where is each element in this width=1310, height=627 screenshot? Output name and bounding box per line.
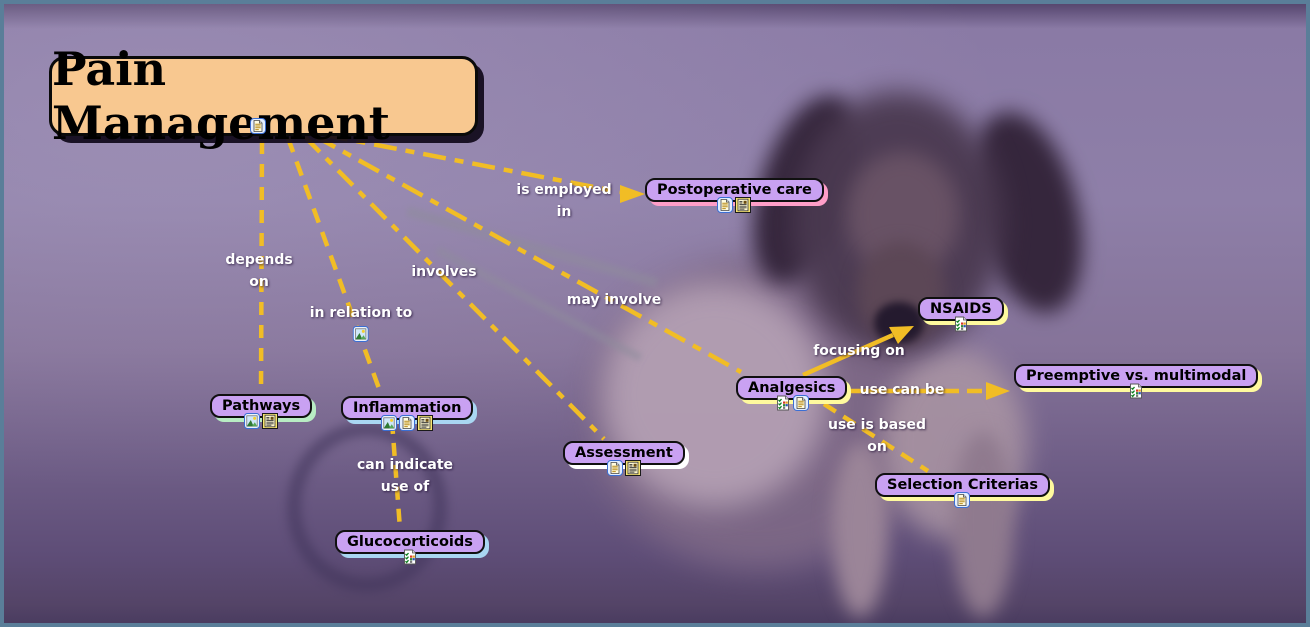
node-assessment[interactable]: Assessment <box>563 441 685 476</box>
edge-label-line: focusing on <box>813 343 905 359</box>
edge-depends-on[interactable] <box>258 140 265 393</box>
node-selection-criterias[interactable]: Selection Criterias <box>875 473 1050 508</box>
node-postoperative-care[interactable]: Postoperative care <box>645 178 824 213</box>
node-pathways[interactable]: Pathways <box>210 394 313 429</box>
node-glucocorticoids[interactable]: Glucocorticoids <box>335 530 485 565</box>
edge-label-line: in relation to <box>309 305 413 321</box>
edge-label-line: depends <box>225 252 293 268</box>
image-icon[interactable] <box>381 415 398 431</box>
arrowhead-preemptive <box>986 382 1010 400</box>
node-label: Postoperative care <box>657 182 812 198</box>
node-label: Glucocorticoids <box>347 534 473 550</box>
edge-label-depends-on[interactable]: depends on <box>225 250 292 293</box>
dog-front-leg <box>952 432 1014 617</box>
title-label: Pain Management <box>52 42 391 150</box>
resource-icon[interactable] <box>262 413 279 429</box>
edge-label-line: may involve <box>566 292 662 308</box>
resource-icon[interactable] <box>417 415 434 431</box>
dog-front-leg <box>832 442 888 617</box>
node-label: Inflammation <box>353 400 462 416</box>
notes-icon[interactable] <box>606 460 623 476</box>
edge-label-involves[interactable]: involves <box>411 262 476 284</box>
edge-label-line: is employed <box>516 182 612 198</box>
edge-label-may-involve[interactable]: may involve <box>567 290 662 312</box>
image-icon[interactable] <box>352 325 369 342</box>
arrowhead-nsaids <box>889 326 914 344</box>
edge-label-in-relation-to[interactable]: in relation to <box>309 303 413 342</box>
node-label: Pathways <box>222 398 301 414</box>
notes-icon[interactable] <box>717 197 734 213</box>
edge-label-line: on <box>867 438 887 455</box>
checklist-icon[interactable] <box>402 549 418 565</box>
checklist-icon[interactable] <box>1128 383 1144 399</box>
edge-label-line: can indicate <box>356 457 454 473</box>
node-label: Selection Criterias <box>887 477 1038 493</box>
image-icon[interactable] <box>244 413 261 429</box>
edge-label-can-indicate-use-of[interactable]: can indicate use of <box>357 455 453 498</box>
node-label: NSAIDS <box>930 301 992 317</box>
edge-label-focusing-on[interactable]: focusing on <box>813 341 905 363</box>
arrowhead-postoperative-care <box>620 185 645 203</box>
edge-label-line: in <box>556 203 572 220</box>
edge-focusing-on[interactable] <box>802 332 894 378</box>
notes-icon[interactable] <box>954 492 971 508</box>
node-preemptive-vs-multimodal[interactable]: Preemptive vs. multimodal <box>1014 364 1259 399</box>
node-label: Assessment <box>575 445 673 461</box>
edge-is-employed-in[interactable] <box>324 132 621 195</box>
node-nsaids[interactable]: NSAIDS <box>918 297 1004 332</box>
edge-label-use-can-be[interactable]: use can be <box>860 380 945 402</box>
checklist-icon[interactable] <box>775 395 791 411</box>
edge-label-line: use can be <box>859 382 945 398</box>
checklist-icon[interactable] <box>953 316 969 332</box>
node-analgesics[interactable]: Analgesics <box>736 376 848 411</box>
edge-in-relation-to[interactable] <box>285 137 384 395</box>
background-photo <box>4 4 1306 623</box>
connector-layer <box>258 132 1010 530</box>
edge-label-line: use of <box>380 478 430 495</box>
edge-label-is-employed-in[interactable]: is employed in <box>516 180 611 223</box>
notes-icon[interactable] <box>250 118 266 134</box>
notes-icon[interactable] <box>792 395 809 411</box>
resource-icon[interactable] <box>735 197 752 213</box>
notes-icon[interactable] <box>399 415 416 431</box>
edge-label-use-is-based-on[interactable]: use is based on <box>828 415 926 458</box>
edge-label-line: use is based <box>828 417 926 433</box>
edge-label-line: on <box>249 273 269 290</box>
resource-icon[interactable] <box>624 460 641 476</box>
node-label: Analgesics <box>748 380 836 396</box>
edge-can-indicate-use-of[interactable] <box>389 420 403 530</box>
node-label: Preemptive vs. multimodal <box>1026 368 1247 384</box>
edge-may-involve[interactable] <box>313 134 743 374</box>
node-inflammation[interactable]: Inflammation <box>341 396 474 431</box>
edge-use-is-based-on[interactable] <box>822 402 930 473</box>
edge-label-line: involves <box>411 264 477 280</box>
